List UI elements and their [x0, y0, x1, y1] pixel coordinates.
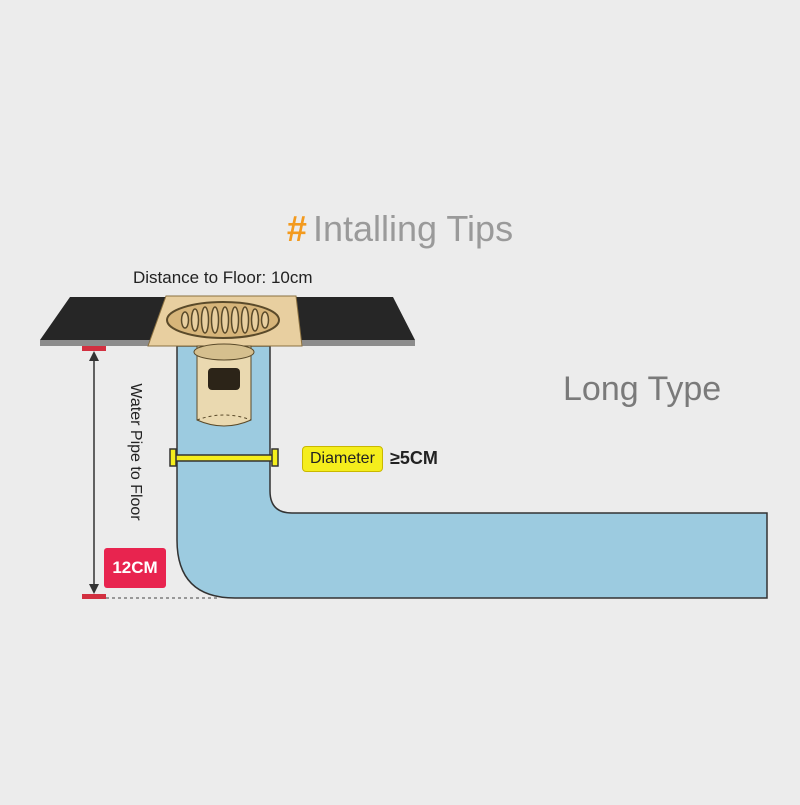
height-marker — [82, 346, 220, 599]
diameter-value: ≥5CM — [390, 448, 438, 468]
drain-opening — [208, 368, 240, 390]
drain-slots — [180, 306, 270, 334]
hash-symbol: # — [286, 208, 307, 249]
type-label: Long Type — [563, 370, 722, 408]
water-pipe — [176, 345, 768, 599]
diameter-tag: Diameter — [302, 446, 383, 472]
height-badge: 12CM — [104, 548, 166, 588]
drain-collar — [193, 343, 255, 361]
floor-distance-label: Distance to Floor: 10cm — [133, 268, 313, 287]
diameter-marker — [169, 448, 279, 467]
water-pipe-to-floor-label: Water Pipe to Floor — [127, 383, 144, 521]
title-text: Intalling Tips — [312, 208, 514, 249]
drain-base-line — [196, 414, 252, 421]
page-title: #Intalling Tips — [0, 208, 800, 250]
